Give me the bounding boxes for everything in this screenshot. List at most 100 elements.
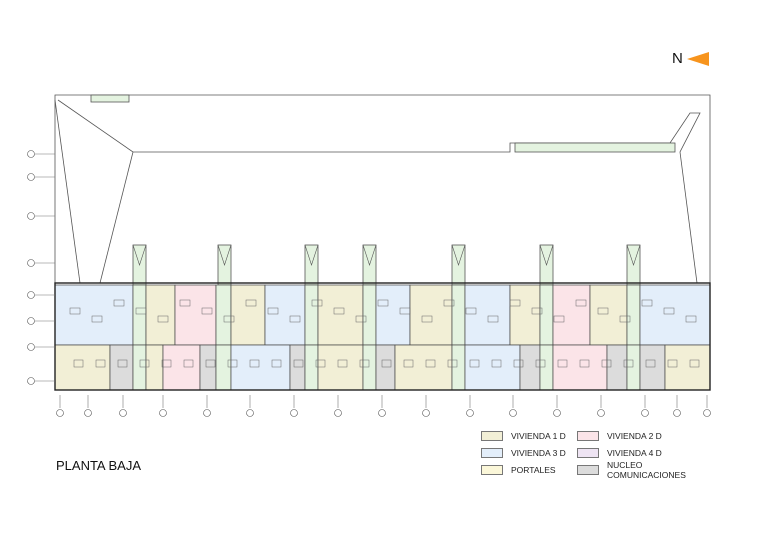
furniture bbox=[359, 359, 370, 368]
tower-bracing bbox=[451, 244, 466, 266]
furniture bbox=[183, 359, 194, 368]
axis-bubble bbox=[378, 409, 386, 417]
axis-bubble bbox=[466, 409, 474, 417]
legend-item: NUCLEO COMUNICACIONES bbox=[577, 460, 717, 480]
unit-n bbox=[519, 344, 541, 391]
furniture bbox=[579, 359, 590, 368]
furniture bbox=[513, 359, 524, 368]
unit-g bbox=[626, 284, 641, 346]
furniture bbox=[249, 359, 260, 368]
furniture bbox=[223, 315, 235, 323]
unit-g bbox=[304, 344, 319, 391]
legend-item: VIVIENDA 4 D bbox=[577, 446, 717, 459]
unit-g bbox=[362, 284, 377, 346]
unit-v1 bbox=[230, 284, 266, 346]
furniture bbox=[315, 359, 326, 368]
axis-bubble bbox=[27, 317, 35, 325]
furniture bbox=[205, 359, 216, 368]
axis-bubble bbox=[84, 409, 92, 417]
unit-v2 bbox=[552, 284, 591, 346]
unit-v3 bbox=[264, 284, 306, 346]
unit-v1 bbox=[317, 284, 364, 346]
furniture bbox=[69, 307, 81, 315]
legend-item: VIVIENDA 2 D bbox=[577, 429, 717, 442]
furniture bbox=[311, 299, 323, 307]
legend-item: PORTALES bbox=[481, 463, 577, 476]
furniture bbox=[117, 359, 128, 368]
furniture bbox=[73, 359, 84, 368]
unit-g bbox=[215, 284, 232, 346]
axis-bubble bbox=[27, 291, 35, 299]
furniture bbox=[663, 307, 675, 315]
furniture bbox=[535, 359, 546, 368]
axis-bubble bbox=[27, 173, 35, 181]
unit-g bbox=[132, 344, 147, 391]
furniture bbox=[421, 315, 433, 323]
furniture bbox=[381, 359, 392, 368]
furniture bbox=[337, 359, 348, 368]
site-outline bbox=[54, 94, 711, 284]
unit-v3 bbox=[464, 344, 521, 391]
furniture bbox=[201, 307, 213, 315]
furniture bbox=[667, 359, 678, 368]
furniture bbox=[245, 299, 257, 307]
legend-item: VIVIENDA 1 D bbox=[481, 429, 577, 442]
legend-swatch bbox=[481, 430, 503, 441]
unit-v1 bbox=[54, 344, 111, 391]
legend-label: VIVIENDA 3 D bbox=[511, 447, 566, 458]
unit-v3 bbox=[464, 284, 511, 346]
tower-bracing bbox=[304, 244, 319, 266]
legend-swatch bbox=[577, 464, 599, 475]
furniture bbox=[619, 315, 631, 323]
north-arrow-icon bbox=[686, 51, 709, 66]
furniture bbox=[227, 359, 238, 368]
unit-v1 bbox=[664, 344, 711, 391]
legend-label: NUCLEO COMUNICACIONES bbox=[607, 459, 686, 480]
legend-swatch bbox=[481, 464, 503, 475]
unit-v2 bbox=[552, 344, 608, 391]
unit-v1 bbox=[589, 284, 628, 346]
unit-g bbox=[132, 284, 147, 346]
legend-label: VIVIENDA 4 D bbox=[607, 447, 662, 458]
unit-v1 bbox=[317, 344, 364, 391]
legend-label: VIVIENDA 1 D bbox=[511, 430, 566, 441]
tower-bracing bbox=[132, 244, 147, 266]
unit-g bbox=[539, 284, 554, 346]
furniture bbox=[271, 359, 282, 368]
furniture bbox=[487, 315, 499, 323]
unit-v3 bbox=[230, 344, 291, 391]
tower-bracing bbox=[626, 244, 641, 266]
axis-bubble bbox=[27, 343, 35, 351]
furniture bbox=[113, 299, 125, 307]
unit-n bbox=[375, 344, 396, 391]
furniture bbox=[465, 307, 477, 315]
north-label: N bbox=[672, 50, 683, 67]
unit-n bbox=[639, 344, 666, 391]
axis-bubble bbox=[203, 409, 211, 417]
unit-v3 bbox=[54, 284, 134, 346]
axis-bubble bbox=[56, 409, 64, 417]
furniture bbox=[509, 299, 521, 307]
unit-g bbox=[626, 344, 641, 391]
north-indicator: N bbox=[672, 50, 709, 67]
tower-bracing bbox=[362, 244, 377, 266]
unit-v1 bbox=[145, 344, 164, 391]
axis-bubble bbox=[703, 409, 711, 417]
furniture bbox=[161, 359, 172, 368]
furniture bbox=[425, 359, 436, 368]
unit-g bbox=[451, 284, 466, 346]
furniture bbox=[399, 307, 411, 315]
axis-bubble bbox=[334, 409, 342, 417]
legend: VIVIENDA 1 D VIVIENDA 2 D VIVIENDA 3 D V… bbox=[481, 429, 717, 480]
unit-g bbox=[215, 344, 232, 391]
furniture bbox=[139, 359, 150, 368]
axis-bubble bbox=[119, 409, 127, 417]
furniture bbox=[135, 307, 147, 315]
building-outline bbox=[54, 282, 711, 391]
plan-title: PLANTA BAJA bbox=[56, 458, 142, 473]
axis-bubble bbox=[159, 409, 167, 417]
axis-bubble bbox=[509, 409, 517, 417]
furniture bbox=[355, 315, 367, 323]
unit-g bbox=[451, 344, 466, 391]
legend-item: VIVIENDA 3 D bbox=[481, 446, 577, 459]
